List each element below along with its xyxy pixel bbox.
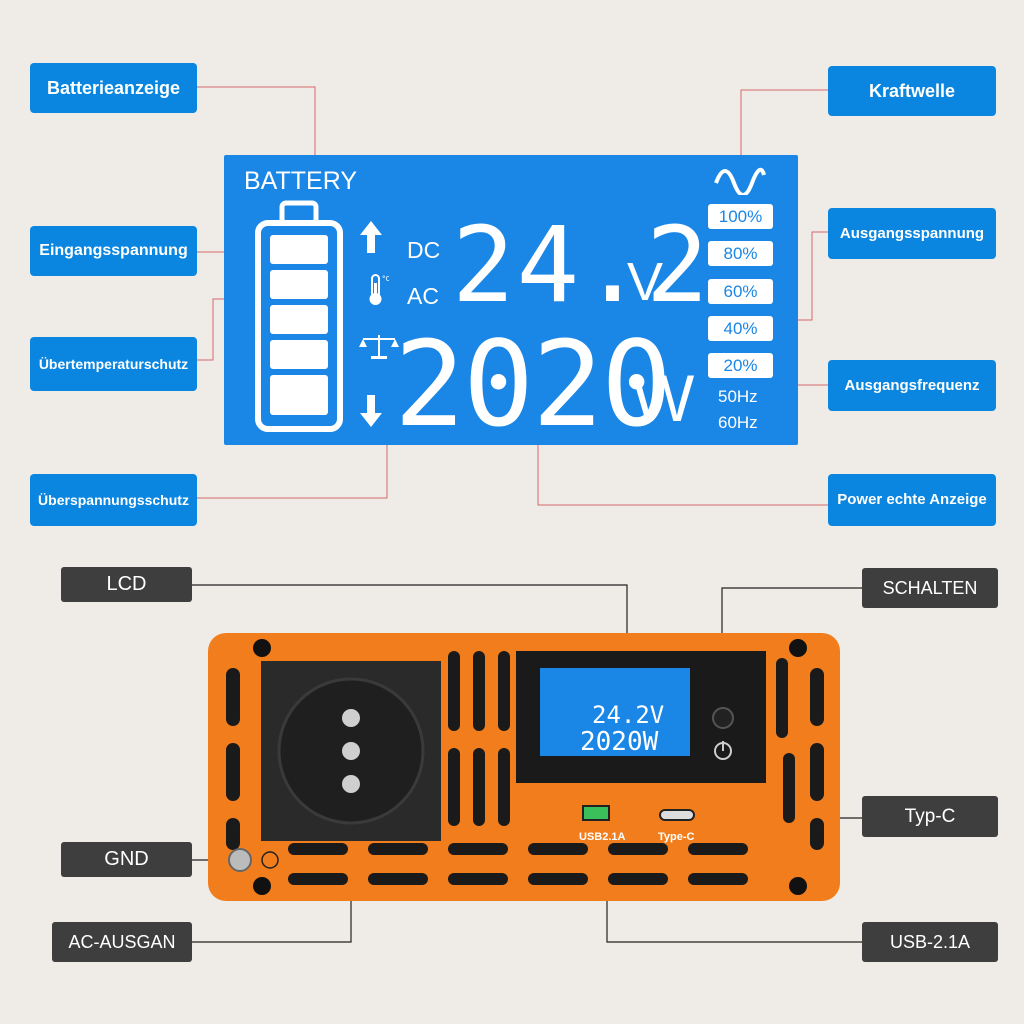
level-80: 80% [708,241,773,266]
battery-gauge-icon [255,200,343,432]
lcd-dc-label: DC [407,237,441,263]
label-overtemperature: Übertemperaturschutz [30,337,197,391]
label-power-display: Power echte Anzeige [828,474,996,526]
lcd-power-unit: W [632,361,695,435]
svg-text:2020W: 2020W [580,727,659,757]
typec-port-label: Type-C [658,831,695,843]
svg-text:24.2V: 24.2V [592,701,664,729]
label-overvoltage: Überspannungsschutz [30,474,197,526]
label-input-voltage: Eingangsspannung [30,226,197,276]
label-gnd: GND [61,842,192,877]
label-output-voltage: Ausgangsspannung [828,208,996,259]
label-usb: USB-2.1A [862,922,998,962]
lcd-ac-label: AC [407,283,439,309]
arrow-up-icon [360,221,382,253]
label-battery-indicator: Batterieanzeige [30,63,197,113]
level-40: 40% [708,316,773,341]
level-20: 20% [708,353,773,378]
label-lcd: LCD [61,567,192,602]
label-switch: SCHALTEN [862,568,998,608]
label-waveform: Kraftwelle [828,66,996,116]
label-ac-output: AC-AUSGAN [52,922,192,962]
thermometer-icon: °C [369,274,389,305]
svg-text:°C: °C [382,275,389,283]
lcd-battery-title: BATTERY [244,167,357,195]
sine-wave-icon [714,167,766,195]
arrow-down-icon [360,395,382,427]
balance-scale-icon [359,335,399,359]
label-output-frequency: Ausgangsfrequenz [828,360,996,411]
inverter-panel-graphics: 24.2V 2020W [226,639,824,895]
level-100: 100% [708,204,773,229]
usb-port-label: USB2.1A [579,831,626,843]
level-60: 60% [708,279,773,304]
freq-60hz: 60Hz [718,413,758,432]
lcd-power-value: 2020 [394,315,672,453]
label-typec: Typ-C [862,796,998,837]
lcd-voltage-value: 24.2 [452,204,711,326]
freq-50hz: 50Hz [718,387,758,406]
lcd-voltage-unit: V [627,252,664,312]
lcd-display: BATTERY °C DC AC 24.2 V 2020 W [224,155,798,445]
